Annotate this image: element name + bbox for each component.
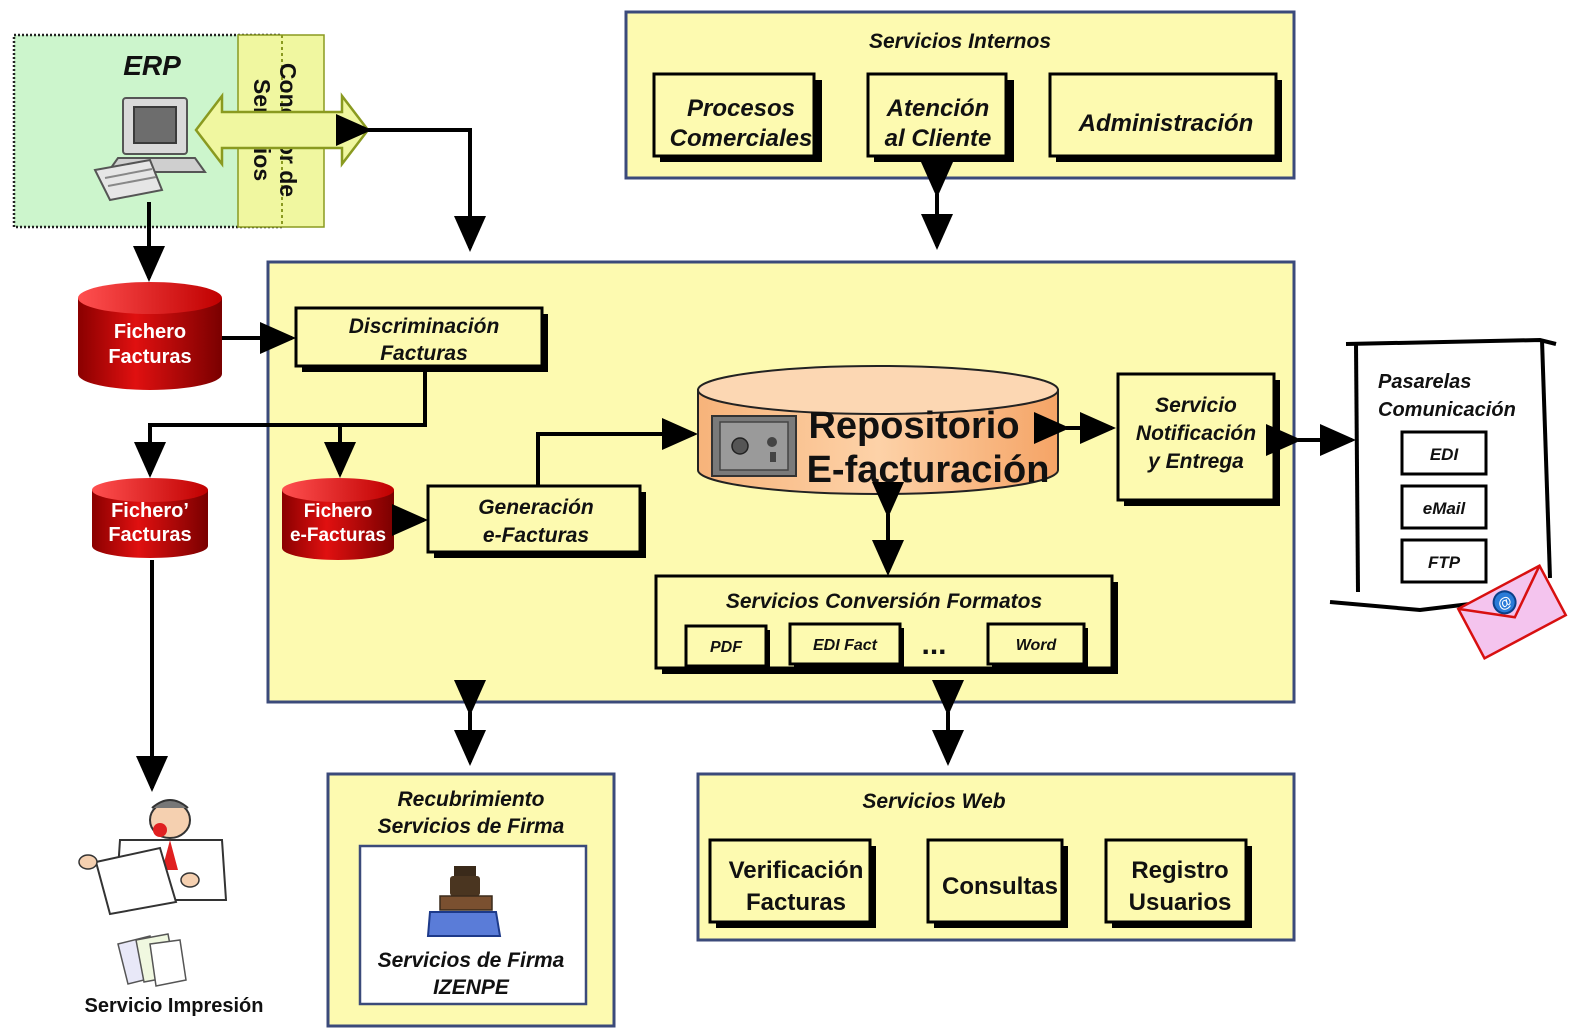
internos-box-line2: al Cliente	[885, 125, 992, 152]
fichero-prime-cylinder: Fichero’ Facturas	[92, 478, 208, 558]
discriminacion-box: Discriminación Facturas	[294, 306, 548, 372]
notificacion-line3: y Entrega	[1147, 450, 1244, 473]
format-pdf: PDF	[684, 624, 770, 670]
discriminacion-line1: Discriminación	[349, 315, 500, 338]
repositorio-cylinder: Repositorio E-facturación	[697, 365, 1059, 495]
pasarelas-line2: Comunicación	[1378, 399, 1516, 421]
pasarela-ftp: FTP	[1400, 538, 1488, 584]
pasarelas-line1: Pasarelas	[1378, 371, 1471, 393]
discriminacion-split-line	[134, 372, 427, 478]
web-box-line2: Usuarios	[1129, 889, 1232, 916]
web-box-consultas: Consultas	[926, 838, 1068, 928]
web-box-line1: Consultas	[942, 873, 1058, 900]
erp-block: ERP Conector de Servicios	[12, 33, 370, 229]
internos-box-procesos: Procesos Comerciales	[652, 72, 822, 162]
internos-box-line1: Atención	[886, 95, 990, 122]
fichero-efacturas-line2: e-Facturas	[290, 525, 386, 546]
format-edifact: EDI Fact	[788, 622, 904, 668]
erp-title: ERP	[123, 50, 181, 81]
generacion-to-repositorio-arrow	[536, 418, 698, 486]
conversion-title: Servicios Conversión Formatos	[726, 590, 1042, 613]
servicio-impresion-label: Servicio Impresión	[85, 995, 264, 1017]
web-box-line1: Verificación	[729, 857, 864, 884]
pasarela-label: EDI	[1430, 445, 1460, 464]
pasarelas-block: Pasarelas Comunicación EDI eMail FTP @	[1329, 337, 1568, 661]
fichero-efacturas-cylinder: Fichero e-Facturas	[282, 478, 394, 560]
person-reading-icon	[78, 799, 228, 916]
pasarela-label: FTP	[1428, 553, 1461, 572]
pasarela-edi: EDI	[1400, 430, 1488, 476]
web-box-registro: Registro Usuarios	[1104, 838, 1252, 928]
fichero-efacturas-line1: Fichero	[304, 501, 373, 522]
fichero-facturas-line2: Facturas	[108, 346, 191, 368]
pasarela-label: eMail	[1423, 499, 1467, 518]
format-word: Word	[986, 622, 1088, 668]
format-label: Word	[1016, 637, 1058, 654]
servicios-web-panel: Servicios Web Verificación Facturas Cons…	[696, 772, 1296, 942]
fichero-facturas-cylinder: Fichero Facturas	[78, 282, 222, 390]
firma-panel: Recubrimiento Servicios de Firma Servici…	[326, 772, 616, 1028]
internos-box-atencion: Atención al Cliente	[866, 72, 1014, 162]
repositorio-line1: Repositorio	[808, 405, 1019, 447]
computer-icon	[93, 97, 207, 202]
safe-icon	[711, 415, 797, 477]
fichero-prime-line1: Fichero’	[111, 500, 189, 522]
pasarela-email: eMail	[1400, 484, 1488, 530]
generacion-line1: Generación	[478, 496, 594, 519]
format-label: EDI Fact	[813, 637, 878, 654]
firma-inner-line2: IZENPE	[433, 976, 510, 999]
servicios-web-title: Servicios Web	[862, 790, 1005, 813]
format-label: PDF	[710, 639, 743, 656]
generacion-line2: e-Facturas	[483, 524, 589, 547]
connector-core-arrow	[336, 114, 486, 252]
conversion-box: Servicios Conversión Formatos PDF EDI Fa…	[654, 574, 1118, 674]
notificacion-line1: Servicio	[1155, 394, 1237, 417]
internos-box-administracion: Administración	[1048, 72, 1282, 162]
fichero-facturas-line1: Fichero	[114, 321, 186, 343]
papers-icon	[117, 933, 187, 987]
notificacion-box: Servicio Notificación y Entrega	[1116, 372, 1280, 506]
web-box-line1: Registro	[1131, 857, 1228, 884]
firma-title-line1: Recubrimiento	[397, 788, 544, 811]
conversion-ellipsis: ...	[921, 628, 946, 661]
servicios-internos-title: Servicios Internos	[869, 30, 1051, 53]
repositorio-line2: E-facturación	[807, 449, 1050, 491]
firma-title-line2: Servicios de Firma	[378, 815, 565, 838]
generacion-box: Generación e-Facturas	[426, 484, 646, 558]
stamp-icon	[426, 866, 502, 937]
internos-box-line1: Procesos	[687, 95, 795, 122]
web-box-line2: Facturas	[746, 889, 846, 916]
fichero-prime-line2: Facturas	[108, 524, 191, 546]
envelope-icon: @	[1456, 563, 1568, 661]
firma-inner-line1: Servicios de Firma	[378, 949, 565, 972]
internos-box-line2: Comerciales	[670, 125, 813, 152]
notificacion-line2: Notificación	[1136, 422, 1256, 445]
web-box-verificacion: Verificación Facturas	[708, 838, 876, 928]
svg-text:@: @	[1495, 592, 1515, 613]
discriminacion-line2: Facturas	[380, 342, 468, 365]
internos-box-line1: Administración	[1078, 110, 1254, 137]
servicios-internos-panel: Servicios Internos Procesos Comerciales …	[624, 10, 1296, 180]
